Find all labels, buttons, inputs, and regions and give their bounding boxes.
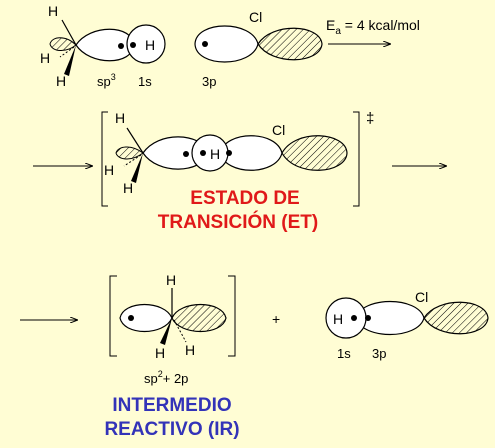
1s-orbital	[325, 297, 367, 339]
h-back-label: H	[40, 50, 50, 66]
left-bracket	[101, 111, 108, 207]
c-h-bond-wedge	[160, 318, 172, 345]
sp2-2p-orbital-label: sp2+ 2p	[144, 369, 188, 386]
double-dagger-symbol: ‡	[366, 110, 374, 127]
c-h-bond-dash	[173, 319, 187, 343]
c-h-bond-dash	[123, 154, 142, 167]
transition-state-bracket	[101, 111, 360, 207]
sp3-small-lobe	[49, 37, 77, 51]
left-bracket	[109, 275, 117, 357]
hcl-h-label: H	[333, 311, 343, 327]
h-top-label: H	[48, 3, 58, 19]
intermediate-title-line2: REACTIVO (IR)	[104, 419, 239, 440]
electron-dot	[183, 151, 189, 157]
h-bottom-label: H	[56, 73, 66, 89]
hcl-cl-label: Cl	[415, 289, 428, 305]
ts-small-lobe	[115, 146, 144, 160]
ts-cl-label: Cl	[272, 122, 285, 138]
electron-dot	[128, 315, 134, 321]
electron-dot	[130, 42, 136, 48]
ts-h-back-label: H	[104, 162, 114, 178]
1s-orbital-label: 1s	[138, 74, 152, 89]
transition-state-title-line2: TRANSICIÓN (ET)	[158, 211, 318, 233]
c-h-bond-wedge	[131, 153, 143, 183]
c-h-bond-top	[126, 127, 144, 154]
sp3-large-lobe	[75, 28, 135, 62]
p-white-lobe	[119, 304, 173, 332]
sp3-orbital-label: sp3	[97, 72, 116, 89]
electron-dot	[365, 315, 371, 321]
hcl-product: H Cl 1s 3p	[325, 289, 489, 361]
3p-orbital-label: 3p	[202, 74, 216, 89]
right-bracket	[228, 275, 236, 357]
ir-h-top-label: H	[166, 272, 176, 288]
electron-dot	[202, 41, 208, 47]
p-hatched-lobe	[171, 304, 227, 332]
hcl-3p-orbital-label: 3p	[372, 346, 386, 361]
cl-atom-label: Cl	[249, 9, 262, 25]
activation-energy-label: Ea = 4 kcal/mol	[326, 17, 420, 37]
ts-h-bottom-label: H	[123, 180, 133, 196]
electron-dot	[118, 43, 124, 49]
ir-h-bottom-right-label: H	[185, 342, 195, 358]
methyl-radical-intermediate: H H H sp2+ 2p	[119, 272, 227, 386]
electron-dot	[351, 315, 357, 321]
activation-energy: Ea = 4 kcal/mol	[326, 17, 420, 44]
chlorine-atom-reactant: Cl 3p	[194, 9, 323, 89]
plus-sign: +	[272, 311, 280, 327]
1s-orbital	[126, 24, 166, 64]
right-bracket	[353, 111, 360, 207]
ts-h-center-label: H	[210, 146, 220, 162]
3p-hatched-lobe	[423, 301, 489, 335]
ir-h-bottom-left-label: H	[155, 345, 165, 361]
hydrogen-atom-reactant: H 1s	[126, 24, 166, 89]
transition-state-structure: H H H H Cl ‡	[104, 110, 374, 196]
ts-h-top-label: H	[115, 110, 125, 126]
3p-hatched-lobe	[257, 27, 323, 61]
methyl-radical-reactant: H H H sp3	[40, 3, 135, 89]
intermediate-bracket	[109, 275, 236, 357]
ts-cl-hatched-lobe	[281, 135, 348, 171]
c-h-bond-top	[61, 19, 77, 46]
hcl-1s-orbital-label: 1s	[337, 346, 351, 361]
intermediate-title-line1: INTERMEDIO	[112, 395, 231, 416]
c-h-bond-dash	[59, 46, 75, 58]
c-h-bond-wedge	[64, 45, 76, 76]
transition-state-title-line1: ESTADO DE	[190, 188, 299, 209]
3p-white-lobe	[194, 25, 259, 63]
h-atom-label: H	[145, 37, 155, 53]
electron-dot	[200, 150, 206, 156]
electron-dot	[226, 150, 232, 156]
